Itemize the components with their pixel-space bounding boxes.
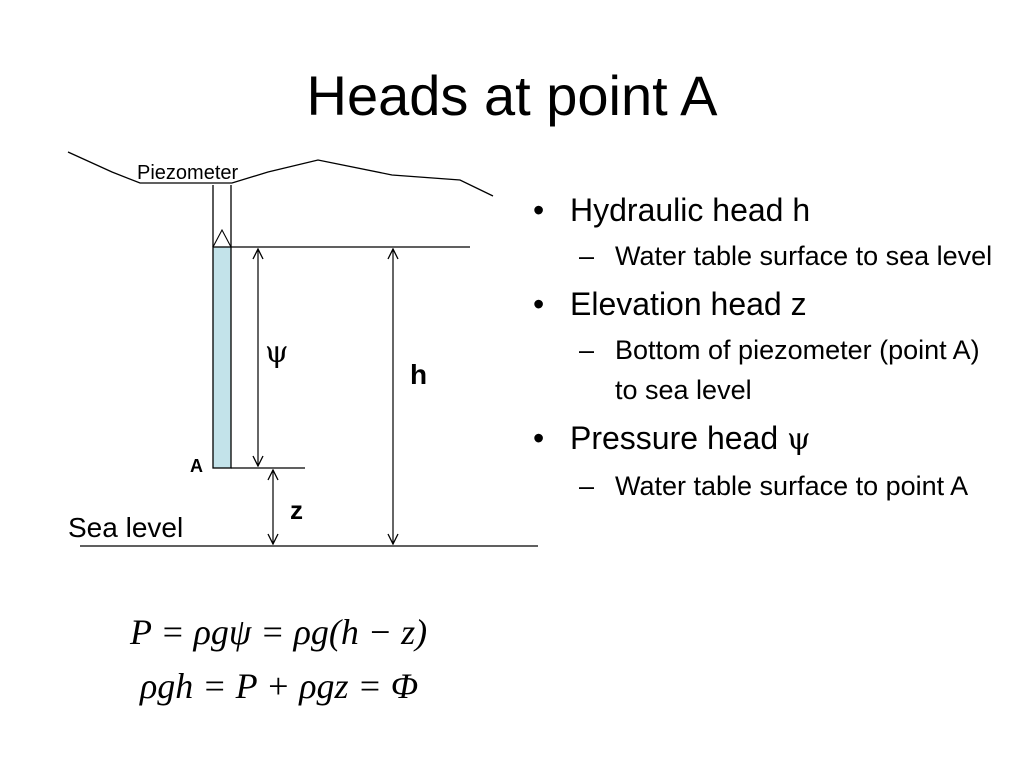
bullet-pressure-head: • Pressure head ψ –Water table surface to… (533, 418, 1003, 506)
bullet-dash: – (579, 471, 595, 501)
bullet-dot: • (533, 420, 545, 456)
point-a-label: A (190, 456, 203, 476)
slide-title: Heads at point A (306, 64, 718, 127)
bullet-text: Hydraulic head h (570, 192, 811, 228)
piezometer-label: Piezometer (137, 162, 238, 184)
bullet-elevation-head: • Elevation head z –Bottom of piezometer … (533, 284, 1003, 410)
psi-label: ψ (265, 335, 289, 370)
z-label: z (290, 495, 303, 525)
psi-symbol: ψ (787, 422, 811, 457)
piezometer-water-column (212, 246, 232, 469)
sub-bullet-text: Water table surface to sea level (615, 241, 993, 271)
water-table-marker (212, 228, 232, 248)
bullet-list: •Hydraulic head h –Water table surface t… (533, 190, 1003, 514)
bullet-hydraulic-head: • Hydraulic head h –Water table surface t… (533, 190, 1003, 276)
ground-surface-line (67, 151, 494, 197)
equation-pressure: P = ρgψ = ρg(h − z) (129, 612, 427, 652)
sea-level-label: Sea level (68, 512, 183, 543)
sub-bullet-text: Water table surface to point A (615, 471, 969, 501)
equation-potential: ρgh = P + ρgz = Φ (139, 666, 418, 706)
bullet-dash: – (579, 335, 595, 365)
bullet-text: Pressure head ψ (570, 420, 811, 457)
bullet-text: Elevation head z (570, 286, 807, 322)
h-label: h (410, 359, 427, 390)
bullet-dot: • (533, 286, 545, 322)
sub-bullet-text: Bottom of piezometer (point A) to sea le… (615, 335, 980, 405)
bullet-dot: • (533, 192, 545, 228)
bullet-dash: – (579, 241, 595, 271)
